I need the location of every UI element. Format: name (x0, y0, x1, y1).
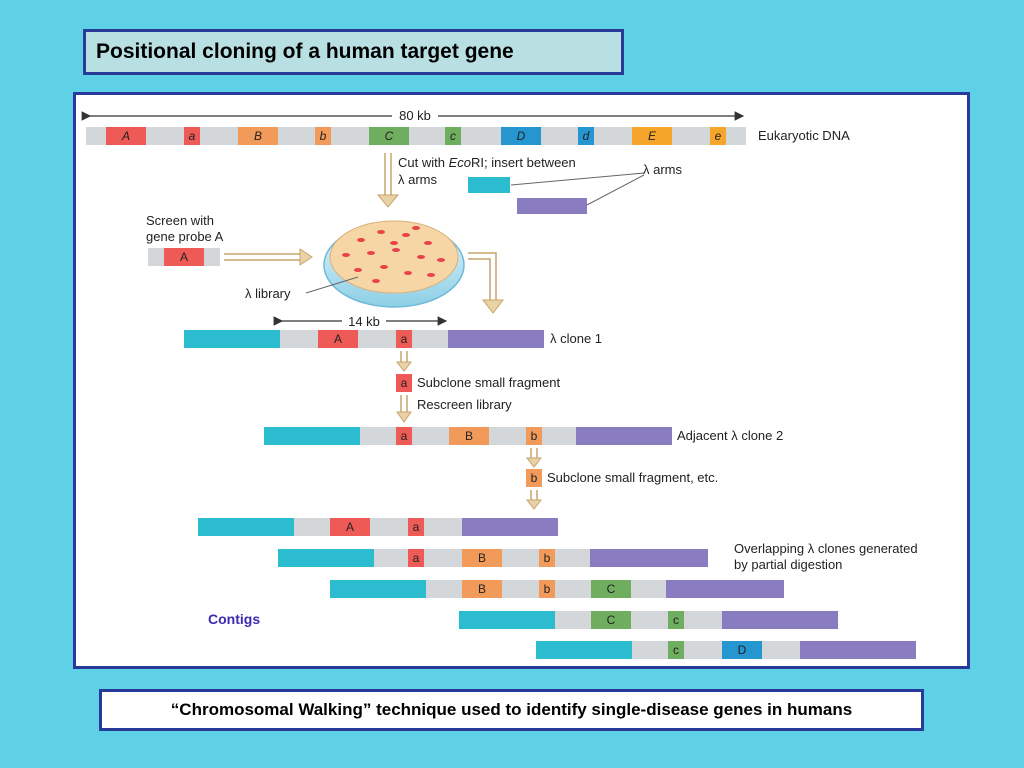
contig-segment-label: C (607, 582, 616, 596)
contigs-label: Contigs (208, 611, 260, 627)
lambda-arms-label: λ arms (643, 162, 683, 177)
screen-with-label: Screen with (146, 213, 214, 228)
clone1-segment-label: a (401, 332, 408, 346)
positional-cloning-diagram: 80 kb A a B b C c D d E e Eukaryotic DNA… (73, 92, 970, 669)
dna-segment-label: B (254, 129, 262, 143)
eukaryotic-dna-label: Eukaryotic DNA (758, 128, 850, 143)
contig-row-5: c D (536, 641, 916, 659)
contig-segment-label: c (673, 643, 679, 657)
dna-segment-label: e (715, 129, 722, 143)
slide-caption: “Chromosomal Walking” technique used to … (99, 689, 924, 731)
subclone-fragment-a (396, 374, 412, 392)
clone2-segment-label: a (401, 429, 408, 443)
contig-segment-label: b (544, 582, 551, 596)
dna-segment-label: d (583, 129, 590, 143)
arrow-probe-to-dish (224, 248, 313, 266)
contig-segment-label: a (413, 551, 420, 565)
dna-segment-label: b (320, 129, 327, 143)
cut-with-label: Cut with EcoRI; insert between (398, 155, 576, 170)
contig-row-1: A a (198, 518, 558, 536)
lambda-clone-2: a B b (264, 427, 672, 445)
clone1-segment-label: A (334, 332, 342, 346)
contig-segment-label: a (413, 520, 420, 534)
gene-probe-a: A (148, 248, 220, 266)
overlapping-clones-label-2: by partial digestion (734, 557, 842, 572)
dna-segment-label: C (385, 129, 394, 143)
petri-dish (323, 220, 465, 308)
contig-segment-label: D (738, 643, 747, 657)
contig-segment-label: A (346, 520, 354, 534)
subclone-fragment-a-label: a (401, 376, 408, 390)
contig-segment-label: b (544, 551, 551, 565)
lambda-library-label: λ library (245, 286, 291, 301)
arrow-rescreen (396, 395, 412, 423)
clone2-segment-label: B (465, 429, 473, 443)
dna-segment-label: E (648, 129, 657, 143)
contig-row-3: B b C (330, 580, 784, 598)
lambda-arm-cyan (468, 177, 510, 193)
cut-with-lambda-label: λ arms (398, 172, 438, 187)
eukaryotic-dna-bar: A a B b C c D d E e (86, 127, 746, 145)
contig-segment-label: B (478, 582, 486, 596)
subclone-small-fragment-label: Subclone small fragment (417, 375, 560, 390)
clone2-segment-label: b (531, 429, 538, 443)
lambda-clone-1: A a (184, 330, 544, 348)
dna-segment-label: D (517, 129, 526, 143)
scale-80kb-label: 80 kb (399, 108, 431, 123)
scale-80kb: 80 kb (81, 107, 745, 123)
dna-segment-label: A (121, 129, 130, 143)
subclone-fragment-b (526, 469, 542, 487)
scale-14kb-label: 14 kb (348, 314, 380, 329)
adjacent-clone-2-label: Adjacent λ clone 2 (677, 428, 783, 443)
rescreen-library-label: Rescreen library (417, 397, 512, 412)
contig-segment-label: c (673, 613, 679, 627)
arrow-to-subclone-a (395, 351, 413, 372)
dna-segment-label: a (189, 129, 196, 143)
slide-title: Positional cloning of a human target gen… (83, 29, 624, 75)
dna-segment-label: c (450, 129, 456, 143)
arrow-to-subclone-b (525, 448, 543, 468)
overlapping-clones-label: Overlapping λ clones generated (734, 541, 918, 556)
screen-with-label-2: gene probe A (146, 229, 224, 244)
lambda-arm-purple (517, 198, 587, 214)
subclone-fragment-b-label: b (531, 471, 538, 485)
arrow-cut (376, 153, 400, 208)
subclone-etc-label: Subclone small fragment, etc. (547, 470, 718, 485)
contig-segment-label: B (478, 551, 486, 565)
contig-row-2: a B b (278, 549, 708, 567)
contig-segment-label: C (607, 613, 616, 627)
scale-14kb: 14 kb (273, 313, 448, 329)
arrow-to-contigs (525, 490, 543, 510)
probe-label: A (180, 250, 188, 264)
arrow-dish-to-clone (468, 252, 505, 314)
lambda-clone-1-label: λ clone 1 (550, 331, 602, 346)
contig-row-4: C c (459, 611, 838, 629)
